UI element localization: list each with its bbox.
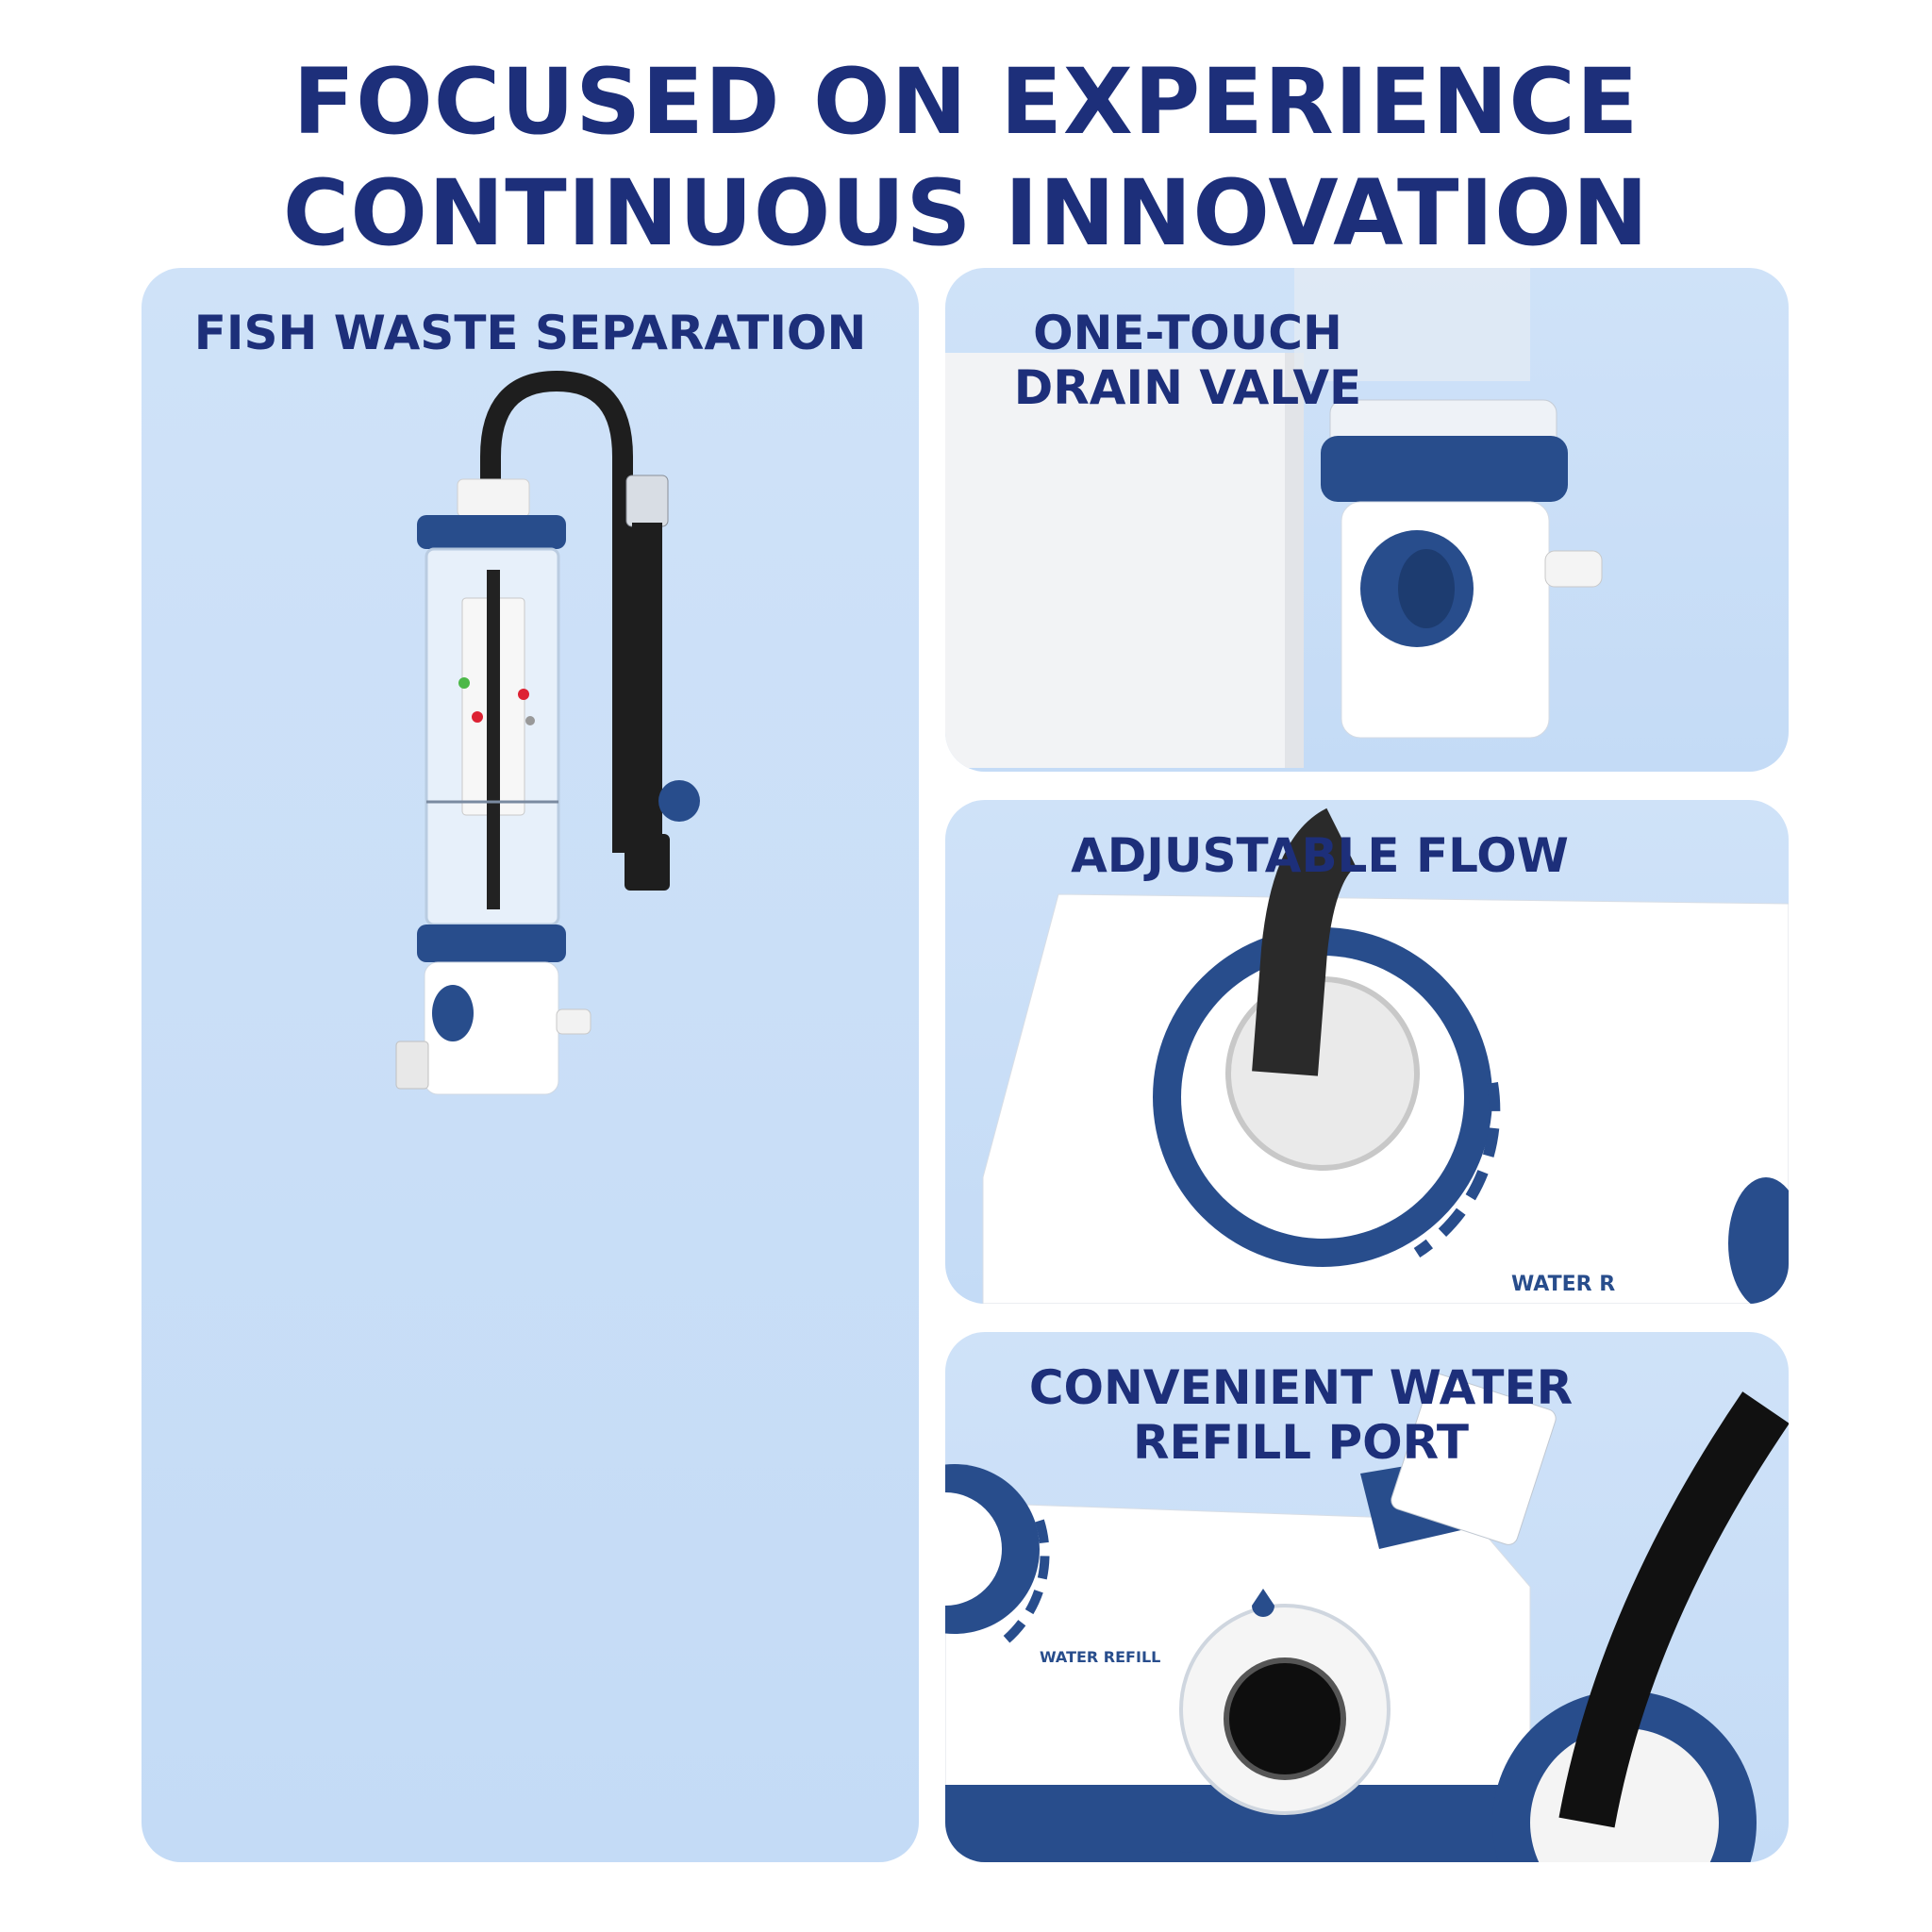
filter-product-image bbox=[395, 370, 700, 1095]
svg-text:WATER REFILL: WATER REFILL bbox=[1040, 1648, 1160, 1666]
card-drain-valve: ONE-TOUCH DRAIN VALVE bbox=[945, 268, 1789, 772]
card-title-line-2: DRAIN VALVE bbox=[1013, 360, 1362, 415]
card-title: ADJUSTABLE FLOW bbox=[1071, 828, 1569, 883]
water-refill-icon: WATER R bbox=[1511, 1273, 1615, 1296]
card-adjustable-flow: ADJUSTABLE FLOW WATER R bbox=[945, 800, 1789, 1304]
svg-text:WATER R: WATER R bbox=[1511, 1273, 1615, 1296]
headline-line-1: FOCUSED ON EXPERIENCE bbox=[292, 49, 1640, 156]
card-title-line-2: REFILL PORT bbox=[1132, 1415, 1470, 1470]
drain-valve-image bbox=[945, 268, 1603, 768]
headline-line-2: CONTINUOUS INNOVATION bbox=[282, 160, 1650, 267]
card-title: ONE-TOUCH DRAIN VALVE bbox=[945, 306, 1609, 415]
card-title: CONVENIENT WATER REFILL PORT bbox=[945, 1360, 1723, 1470]
card-fish-waste-separation: FISH WASTE SEPARATION bbox=[142, 268, 919, 1862]
card-title-line-1: CONVENIENT WATER bbox=[1028, 1360, 1574, 1415]
card-title: FISH WASTE SEPARATION bbox=[193, 306, 867, 360]
card-title-line-1: ONE-TOUCH bbox=[1033, 306, 1342, 360]
refill-port-image: WATER REFILL bbox=[945, 1374, 1789, 1862]
card-water-refill-port: CONVENIENT WATER REFILL PORT WATER REFIL… bbox=[945, 1332, 1789, 1862]
headline: FOCUSED ON EXPERIENCE CONTINUOUS INNOVAT… bbox=[0, 46, 1932, 269]
drop-icon bbox=[1174, 1589, 1274, 1853]
flow-knob-image: WATER R bbox=[982, 808, 1789, 1304]
water-refill-icon: WATER REFILL bbox=[1040, 1648, 1160, 1666]
